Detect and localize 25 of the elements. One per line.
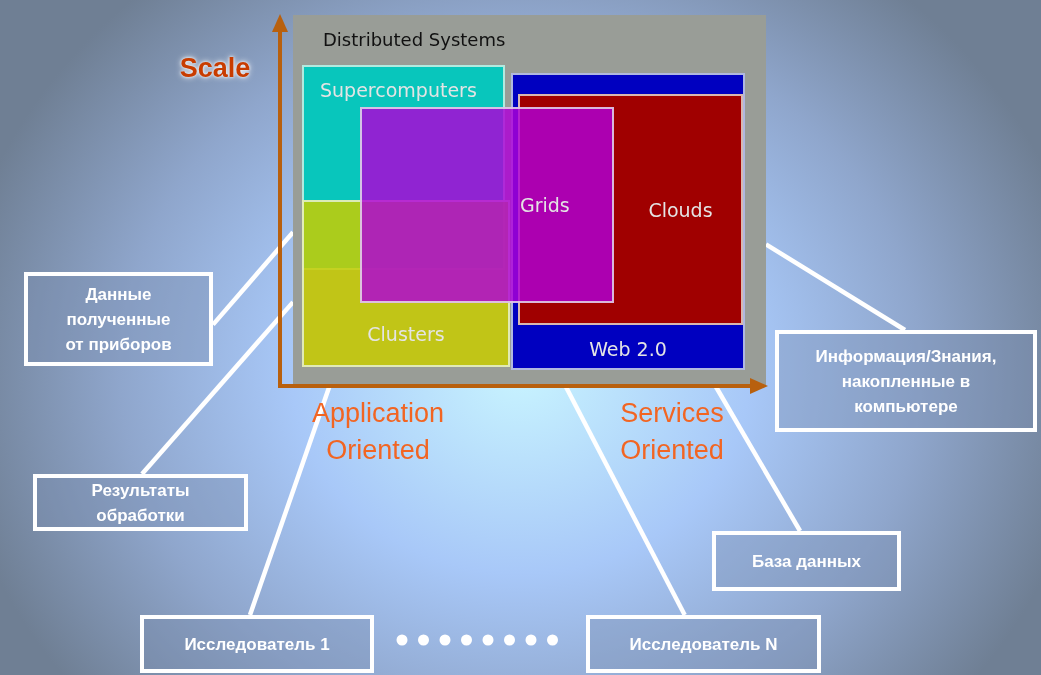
box-label: Исследователь N xyxy=(629,633,778,656)
info-box xyxy=(712,531,901,591)
axis-label: Scale xyxy=(178,52,252,85)
box-label: Исследователь 1 xyxy=(184,633,330,656)
box-label: Результаты обработки xyxy=(90,479,191,527)
box-label: Web 2.0 xyxy=(589,338,667,360)
box-label: Данные полученные от приборов xyxy=(64,283,173,356)
box-label: Clouds xyxy=(648,198,713,221)
connector-line xyxy=(211,230,295,327)
info-box xyxy=(24,272,213,366)
box-label: Clusters xyxy=(367,323,445,345)
panel xyxy=(293,15,766,385)
region-box xyxy=(360,107,614,303)
info-box xyxy=(775,330,1037,432)
axis-label: Application Oriented xyxy=(310,397,446,467)
info-box xyxy=(586,615,821,673)
box-label: Supercomputers xyxy=(320,79,477,101)
axis-label: Services Oriented xyxy=(619,397,725,467)
info-box xyxy=(33,474,248,531)
box-label: Grids xyxy=(520,194,570,216)
box-label: Информация/Знания, накопленные в компьютере xyxy=(814,345,998,418)
connector-line xyxy=(140,300,295,476)
box-label: База данных xyxy=(751,550,861,573)
info-box xyxy=(140,615,374,673)
panel-title: Distributed Systems xyxy=(323,29,506,50)
